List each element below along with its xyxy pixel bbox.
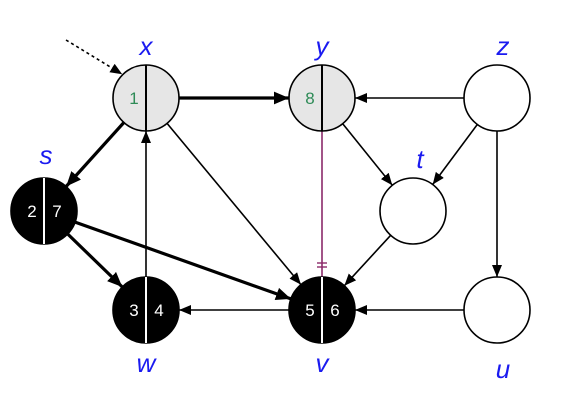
discovery-time-x: 1 [129, 89, 138, 108]
edge-z-t [432, 124, 478, 185]
node-label-u: u [496, 354, 510, 384]
node-label-x: x [138, 31, 154, 61]
edge-x-s [64, 121, 126, 188]
discovery-time-s: 2 [27, 202, 36, 221]
node-label-z: z [496, 31, 510, 61]
finish-time-v: 6 [330, 301, 339, 320]
edge-t-v [343, 234, 392, 287]
discovery-time-y: 8 [305, 89, 314, 108]
edge-x-v [166, 122, 302, 286]
edge-y-t [342, 123, 393, 186]
node-label-v: v [316, 348, 331, 378]
finish-time-s: 7 [52, 202, 61, 221]
edge-s-v [74, 220, 292, 301]
finish-time-w: 4 [154, 301, 163, 320]
node-label-t: t [416, 144, 425, 174]
edges-layer [64, 39, 502, 315]
discovery-time-w: 3 [129, 301, 138, 320]
node-label-s: s [40, 140, 53, 170]
node-circle-t [379, 177, 447, 245]
node-z [463, 64, 531, 132]
node-y: 8 [288, 64, 356, 132]
node-label-w: w [137, 348, 158, 378]
discovery-time-v: 5 [305, 301, 314, 320]
node-label-y: y [314, 31, 331, 61]
node-t [379, 177, 447, 245]
labels-layer: x y z s t w v u [40, 31, 511, 384]
edge-s-w [66, 232, 124, 289]
start-arrow [65, 39, 123, 75]
node-x: 1 [112, 64, 180, 132]
node-circle-u [463, 276, 531, 344]
node-circle-z [463, 64, 531, 132]
node-u [463, 276, 531, 344]
